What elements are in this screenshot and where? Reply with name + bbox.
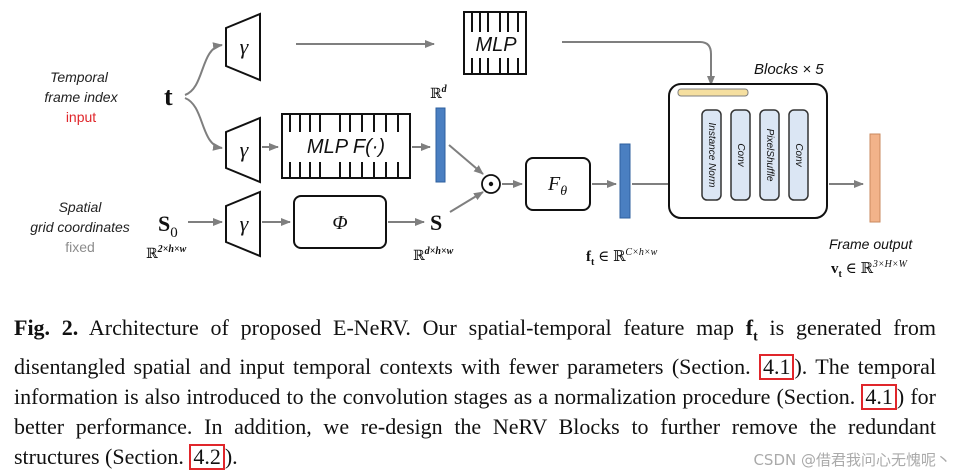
s-symbol: S	[430, 210, 442, 235]
phi-label: Φ	[332, 212, 347, 234]
mlp-f-label: MLP F(·)	[307, 136, 385, 158]
vt-label: vt ∈ ℝ3×H×W	[831, 259, 909, 280]
arrow-s-to-odot	[449, 191, 484, 213]
caption-ft: ft	[745, 315, 758, 345]
s0-space: ℝ2×h×w	[146, 244, 187, 262]
caption-text-4: ) for better performance. In addition, w…	[14, 384, 936, 470]
caption-text-5: ).	[224, 444, 238, 470]
t-symbol: t	[164, 82, 173, 111]
t-branch-top	[184, 42, 223, 96]
t-branch-bottom	[184, 97, 223, 151]
input-tag: input	[66, 109, 96, 125]
figure-caption: Fig. 2. Architecture of proposed E-NeRV.…	[14, 313, 936, 472]
block-items: Instance Norm Conv PixelShuffle Conv	[701, 109, 809, 201]
section-ref-4-1-second[interactable]: 4.1	[861, 384, 897, 411]
gamma-top: γ	[240, 34, 250, 59]
mlp-top-box	[463, 11, 527, 75]
spatial-label-2: grid coordinates	[30, 219, 130, 235]
f-theta-box	[525, 157, 591, 211]
block-item-label-1: Conv	[735, 143, 746, 167]
gamma-mid-shape	[225, 116, 261, 184]
blocks-label: Blocks × 5	[754, 61, 824, 78]
gamma-bottom: γ	[240, 211, 250, 236]
gamma-mid: γ	[240, 137, 250, 162]
mlp-top-label: MLP	[475, 34, 517, 56]
block-item-label-2: PixelShuffle	[764, 129, 775, 182]
block-item-2	[759, 109, 780, 201]
caption-text-1: Architecture of proposed E-NeRV. Our spa…	[78, 315, 746, 340]
section-ref-4-2[interactable]: 4.2	[189, 444, 225, 471]
frame-output-label: Frame output	[829, 236, 913, 252]
arrow-mlp-to-blocks	[562, 41, 715, 86]
mlp-f-box	[281, 113, 411, 179]
s-space: ℝd×h×w	[413, 246, 454, 264]
output-frame-bar	[869, 133, 881, 223]
watermark: CSDN @借君我问心无愧呢丶	[753, 451, 951, 469]
spatial-label: Spatial	[59, 199, 103, 215]
block-item-1	[730, 109, 751, 201]
ft-feature-bar	[619, 143, 631, 219]
block-item-label-3: Conv	[793, 143, 804, 167]
temporal-label-2: frame index	[44, 89, 118, 105]
rd-vector-bar	[435, 107, 446, 183]
arrow-bar-to-odot	[448, 144, 484, 175]
phi-box	[293, 195, 387, 249]
gamma-bottom-shape	[225, 190, 261, 258]
block-item-label-0: Instance Norm	[706, 122, 717, 187]
f-theta-label: Fθ	[547, 173, 567, 199]
rd-label: ℝd	[430, 84, 448, 102]
odot-dot	[488, 181, 494, 187]
caption-text-3: ). The temporal information is also intr…	[14, 354, 936, 410]
fixed-tag: fixed	[65, 239, 95, 255]
block-item-3	[788, 109, 809, 201]
temporal-label: Temporal	[50, 69, 109, 85]
fig-label: Fig. 2.	[14, 315, 79, 340]
block-item-0	[701, 109, 722, 201]
ft-label: ft ∈ ℝC×h×w	[586, 247, 658, 268]
gamma-top-shape	[225, 12, 261, 82]
section-ref-4-1[interactable]: 4.1	[758, 354, 795, 381]
caption-text-2: is generated from disentangled spatial a…	[14, 315, 936, 380]
s0-symbol: S0	[158, 211, 178, 241]
temporal-norm-bar	[677, 88, 749, 97]
architecture-diagram: Temporal frame index input t Spatial gri…	[30, 11, 913, 280]
